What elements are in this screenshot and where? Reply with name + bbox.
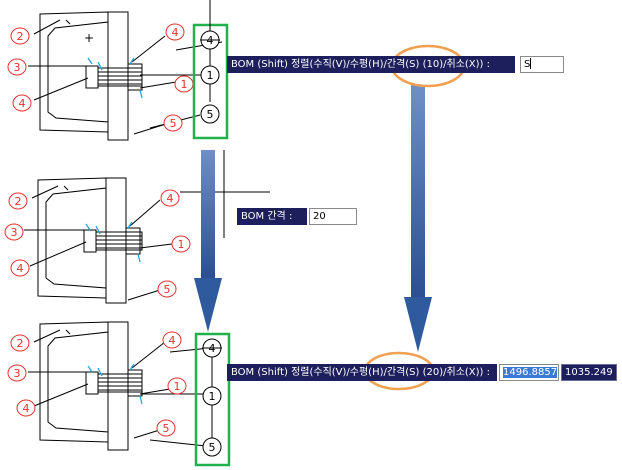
command-input-top[interactable]: S (520, 56, 564, 73)
svg-text:4: 4 (169, 334, 176, 347)
bolt-head (83, 229, 97, 253)
stack-balloon-5: 5 (200, 104, 220, 124)
nut (125, 227, 141, 255)
svg-text:5: 5 (209, 441, 216, 454)
balloon-5: 5 (163, 114, 183, 132)
stack-balloon-1: 1 (200, 65, 220, 85)
balloon-2: 2 (10, 334, 30, 352)
svg-text:1: 1 (178, 238, 185, 251)
svg-text:4: 4 (17, 262, 24, 275)
svg-text:1: 1 (207, 69, 214, 82)
balloon-1: 1 (174, 75, 194, 93)
green-highlight-box-bottom (194, 332, 231, 467)
svg-text:3: 3 (11, 226, 18, 239)
command-prompt-bom-gap: BOM 간격 : (237, 208, 307, 225)
balloon-5: 5 (156, 419, 176, 437)
balloon-3: 3 (4, 223, 24, 241)
balloon-4: 4 (162, 331, 182, 349)
svg-text:5: 5 (207, 108, 214, 121)
nut (127, 63, 143, 91)
svg-text:5: 5 (163, 422, 170, 435)
command-input-value: S (524, 59, 531, 70)
balloon-4: 4 (12, 94, 32, 112)
svg-text:2: 2 (17, 30, 24, 43)
svg-text:5: 5 (164, 283, 171, 296)
svg-text:4: 4 (23, 402, 30, 415)
balloon-4: 4 (160, 189, 180, 207)
svg-text:4: 4 (19, 97, 26, 110)
bolt-head (85, 371, 99, 395)
drawing-panel-top: + (28, 11, 223, 141)
svg-text:3: 3 (14, 367, 21, 380)
svg-text:2: 2 (15, 195, 22, 208)
command-prompt-bom-align-top: BOM (Shift) 정렬(수직(V)/수평(H)/간격(S) (10)/취소… (227, 56, 515, 73)
balloon-5: 5 (157, 280, 177, 298)
balloon-1: 1 (167, 377, 187, 395)
drawing-panel-bottom (28, 321, 212, 451)
balloon-3: 3 (7, 364, 27, 382)
cursor-crosshair (180, 150, 270, 238)
balloon-4: 4 (10, 259, 30, 277)
svg-text:1: 1 (209, 390, 216, 403)
balloon-2: 2 (8, 192, 28, 210)
svg-text:2: 2 (17, 337, 24, 350)
svg-text:3: 3 (14, 61, 21, 74)
svg-text:1: 1 (174, 380, 181, 393)
svg-text:+: + (84, 31, 94, 45)
drawing-panel-middle (24, 177, 173, 304)
nut (127, 369, 143, 397)
svg-text:4: 4 (167, 192, 174, 205)
svg-text:5: 5 (170, 117, 177, 130)
bom-gap-input[interactable]: 20 (309, 208, 357, 225)
bolt-head (85, 65, 99, 89)
command-prompt-bom-align-bottom: BOM (Shift) 정렬(수직(V)/수평(H)/간격(S) (20)/취소… (227, 364, 497, 381)
balloon-4: 4 (165, 23, 185, 41)
down-arrow-right (404, 85, 432, 352)
stack-balloon-5: 5 (202, 437, 222, 457)
stack-balloon-1: 1 (202, 386, 222, 406)
coordinate-x-input[interactable]: 1496.8857 (499, 364, 559, 381)
svg-text:1: 1 (181, 78, 188, 91)
coordinate-y-input[interactable]: 1035.249 (561, 364, 617, 381)
balloon-2: 2 (10, 27, 30, 45)
balloon-3: 3 (7, 58, 27, 76)
down-arrow-left (194, 150, 222, 332)
svg-text:4: 4 (172, 26, 179, 39)
balloon-4: 4 (16, 399, 36, 417)
balloon-1: 1 (171, 235, 191, 253)
coordinate-x-value: 1496.8857 (503, 367, 558, 378)
